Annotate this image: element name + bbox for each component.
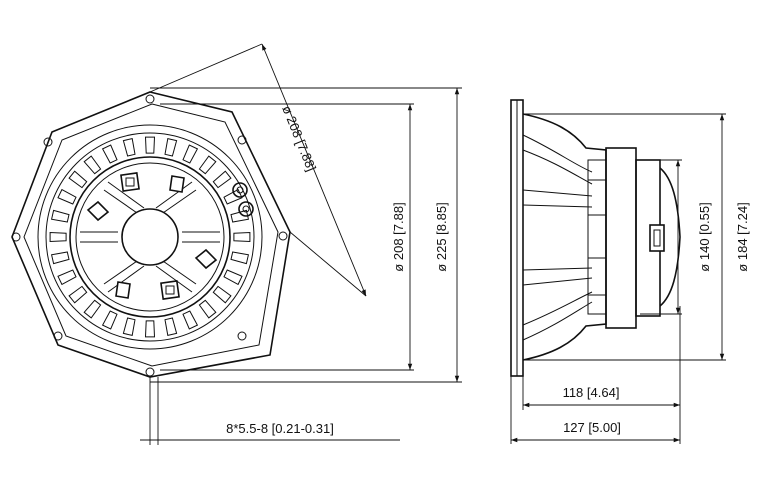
basket-slot [164, 137, 178, 157]
basket-slot [68, 285, 88, 304]
basket-slot [83, 299, 102, 319]
basket-slot [212, 285, 232, 304]
basket-slot [182, 144, 199, 164]
basket-slot [230, 209, 250, 223]
basket-slot [144, 320, 156, 338]
dim-140: ø 140 [0.55] [697, 202, 712, 271]
motor-circle [69, 156, 231, 318]
dim-184: ø 184 [7.24] [735, 202, 750, 271]
basket-slot [198, 155, 217, 175]
basket-slot [50, 209, 70, 223]
dim-118: 118 [4.64] [563, 385, 620, 400]
basket-slot [212, 170, 232, 189]
basket-slot [223, 269, 243, 286]
basket-slot [101, 310, 118, 330]
basket-slot [144, 136, 156, 154]
basket-slot [101, 144, 118, 164]
basket-slot [57, 269, 77, 286]
dim-diagonal-208: ø 208 [7.88] [279, 103, 319, 173]
side-view [510, 99, 681, 377]
basket-slot [122, 317, 136, 337]
dim-127: 127 [5.00] [563, 420, 621, 435]
basket-slot [57, 188, 77, 205]
basket-slot [198, 299, 217, 319]
basket-slot [230, 251, 250, 265]
side-magnet [605, 147, 637, 329]
basket-slot [164, 317, 178, 337]
side-dimensions: ø 140 [0.55] ø 184 [7.24] 118 [4.64] 127… [510, 113, 750, 444]
front-view [11, 91, 291, 378]
basket-slot [83, 155, 102, 175]
basket-slot [68, 170, 88, 189]
dust-cap [121, 208, 179, 266]
front-dimensions: ø 208 [7.88] ø 208 [7.88] ø 225 [8.85] 8… [140, 43, 462, 445]
dim-holes: 8*5.5-8 [0.21-0.31] [226, 421, 334, 436]
dim-vertical-225: ø 225 [8.85] [434, 202, 449, 271]
basket-slot [50, 251, 70, 265]
side-basket-arms [522, 134, 593, 341]
basket-slot [122, 137, 136, 157]
terminal-lugs [86, 172, 218, 300]
basket-slot [233, 231, 251, 243]
spider-arms [80, 181, 220, 293]
terminal-posts [232, 182, 254, 217]
dim-vertical-208: ø 208 [7.88] [391, 202, 406, 271]
basket-slot [182, 310, 199, 330]
basket-slot [49, 231, 67, 243]
side-basket [522, 113, 607, 361]
frame-inner-rim [23, 103, 279, 367]
